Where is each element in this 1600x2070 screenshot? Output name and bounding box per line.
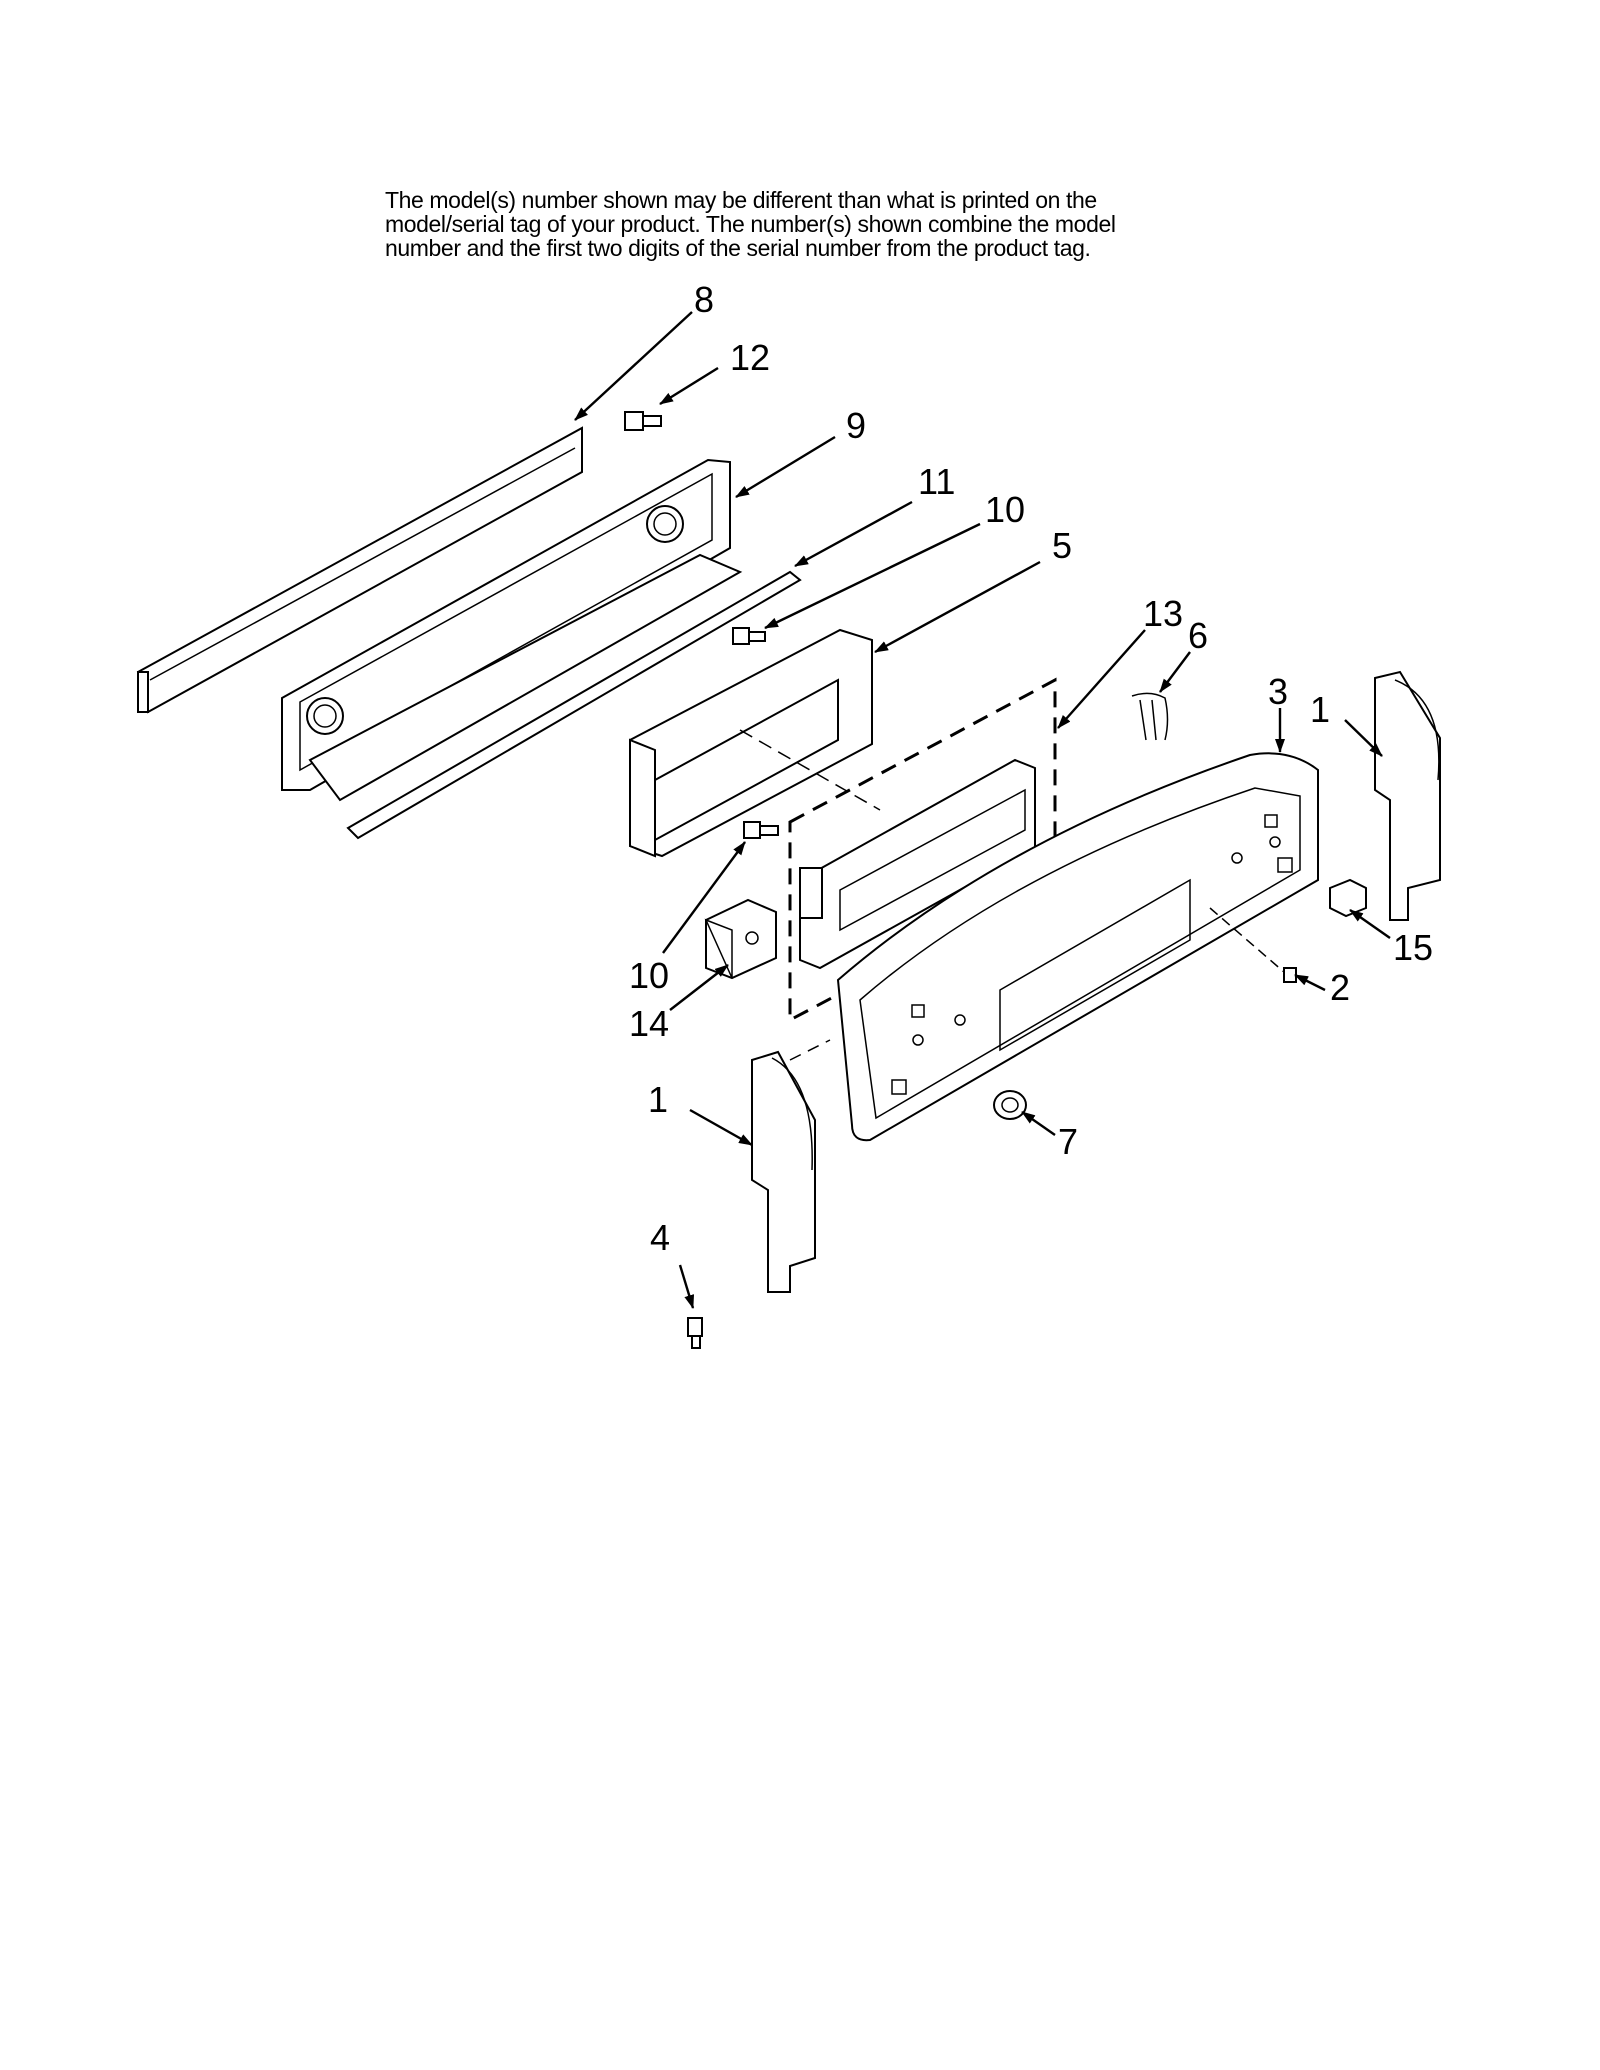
notice-line-2: model/serial tag of your product. The nu… <box>385 211 1116 237</box>
callout-8: 8 <box>694 279 714 320</box>
part-11-strip[interactable] <box>346 570 802 840</box>
part-1-bracket-left[interactable] <box>751 1039 831 1293</box>
part-15-rocker-switch[interactable] <box>1329 878 1367 918</box>
part-10-screw-lower[interactable] <box>743 821 779 839</box>
notice-line-1: The model(s) number shown may be differe… <box>385 187 1097 213</box>
callout-15: 15 <box>1393 927 1433 968</box>
notice-line-3: number and the first two digits of the s… <box>385 235 1091 261</box>
part-10-screw-upper[interactable] <box>732 627 766 645</box>
callout-12: 12 <box>730 337 770 378</box>
callout-11: 11 <box>918 461 955 502</box>
part-6-wire-harness[interactable] <box>1131 692 1169 741</box>
callout-14: 14 <box>629 1003 669 1044</box>
callout-4: 4 <box>650 1217 670 1258</box>
part-2-screw[interactable] <box>1209 907 1297 983</box>
part-8-rear-panel[interactable] <box>136 426 583 714</box>
callout-2: 2 <box>1330 967 1350 1008</box>
callout-10-lower: 10 <box>629 955 669 996</box>
part-1-bracket-right[interactable] <box>1374 670 1441 921</box>
part-12-screw[interactable] <box>624 411 662 431</box>
callout-7: 7 <box>1058 1121 1078 1162</box>
part-14-switch[interactable] <box>704 898 777 980</box>
callout-1-left: 1 <box>648 1079 668 1120</box>
part-4-screw[interactable] <box>687 1317 703 1349</box>
callout-1-right: 1 <box>1310 689 1330 730</box>
callout-9: 9 <box>846 405 866 446</box>
part-9-frame[interactable] <box>281 458 743 802</box>
part-5-control-housing[interactable] <box>629 628 881 858</box>
leader-lines <box>574 311 1391 1309</box>
model-notice: The model(s) number shown may be differe… <box>385 188 1265 260</box>
part-3-backguard[interactable] <box>836 752 1319 1142</box>
callout-3: 3 <box>1268 671 1288 712</box>
callout-labels: 8 12 9 11 10 5 13 6 3 1 15 2 10 14 1 7 4 <box>629 279 1433 1258</box>
callout-13: 13 <box>1143 593 1183 634</box>
callout-6: 6 <box>1188 615 1208 656</box>
callout-5: 5 <box>1052 525 1072 566</box>
part-7-knob[interactable] <box>993 1090 1027 1120</box>
callout-10-upper: 10 <box>985 489 1025 530</box>
